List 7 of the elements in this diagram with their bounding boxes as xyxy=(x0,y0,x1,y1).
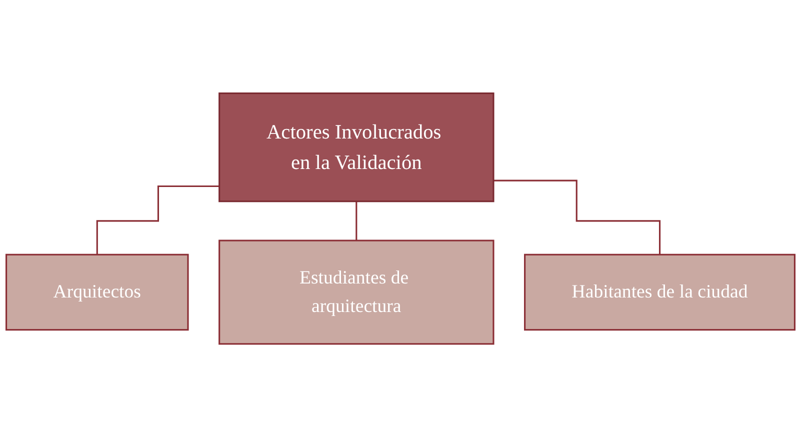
node-box: Arquitectos xyxy=(6,254,189,331)
node-box: Estudiantes de arquitectura xyxy=(218,240,494,345)
node-box: Habitantes de la ciudad xyxy=(524,254,796,331)
node-box: Actores Involucrados en la Validación xyxy=(218,92,494,202)
connector xyxy=(356,200,358,242)
connector xyxy=(493,180,661,256)
connector xyxy=(96,185,220,256)
